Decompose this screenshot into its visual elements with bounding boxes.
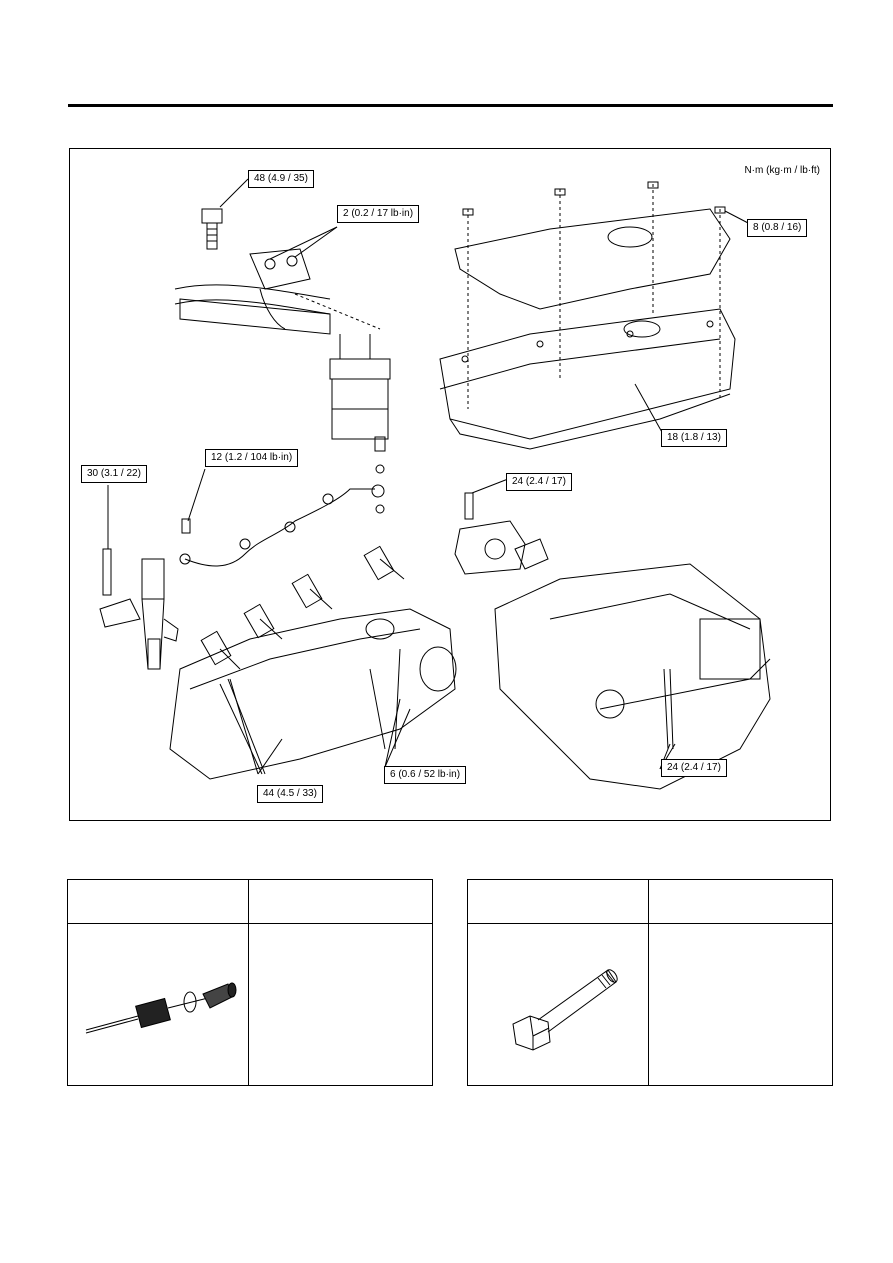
callout-30: 30 (3.1 / 22): [81, 465, 147, 483]
special-tool-table-1: [67, 879, 433, 1086]
leader-lines: [107, 178, 751, 775]
engine-illustration: [99, 178, 771, 790]
callout-24-block: 24 (2.4 / 17): [661, 759, 727, 777]
tool-name-header: [468, 880, 649, 924]
callout-8: 8 (0.8 / 16): [747, 219, 808, 237]
callout-48: 48 (4.9 / 35): [248, 170, 314, 188]
tool-desc-cell: [249, 924, 432, 1085]
callout-12: 12 (1.2 / 104 lb·in): [205, 449, 299, 467]
tool-name-header: [68, 880, 249, 924]
bolt-48: [201, 208, 223, 250]
injector-clamp: [99, 548, 179, 670]
tool-image-cell: [68, 924, 249, 1085]
head-cover: [454, 181, 731, 409]
tool-image-cell: [468, 924, 649, 1085]
callout-18: 18 (1.8 / 13): [661, 429, 727, 447]
callout-6: 6 (0.6 / 52 lb·in): [384, 766, 467, 784]
tool-desc-header: [249, 880, 432, 924]
injector-top: [294, 293, 391, 440]
egr-valve: [454, 492, 549, 575]
torque-units: N·m (kg·m / lb·ft): [744, 165, 820, 176]
cylinder-head: [439, 308, 736, 450]
common-rail-assembly: [169, 545, 457, 780]
harness-bracket: [174, 248, 331, 335]
callout-2: 2 (0.2 / 17 lb·in): [337, 205, 420, 223]
fuel-leak-pipe: [179, 436, 386, 567]
slide-hammer-icon: [85, 982, 237, 1034]
tool-desc-header: [649, 880, 832, 924]
special-tool-table-2: [467, 879, 833, 1086]
adapter-bolt-icon: [512, 969, 618, 1051]
tool-desc-cell: [649, 924, 832, 1085]
exploded-view-figure: N·m (kg·m / lb·ft) 48 (4.9 / 35) 2 (0.2 …: [69, 148, 831, 821]
callout-24-egr: 24 (2.4 / 17): [506, 473, 572, 491]
header-rule: [68, 104, 833, 107]
engine-block: [494, 563, 771, 790]
callout-44: 44 (4.5 / 33): [257, 785, 323, 803]
